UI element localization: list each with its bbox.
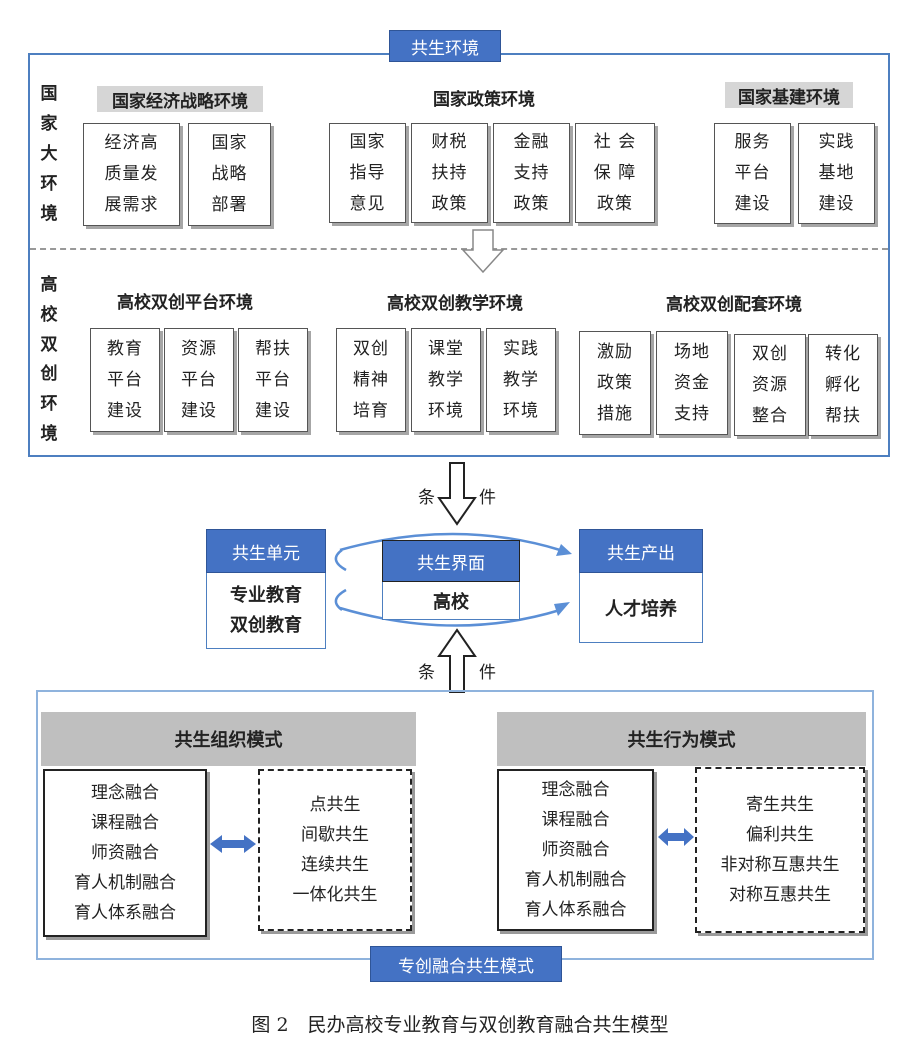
cell-fiscal-support: 财税扶持政策	[411, 123, 488, 223]
group-title-teaching: 高校双创教学环境	[387, 293, 523, 314]
cell-assistance-platform: 帮扶平台建设	[238, 328, 308, 432]
cell-resource-integration: 双创资源整合	[734, 334, 806, 436]
cell-resource-platform: 资源平台建设	[164, 328, 234, 432]
down-arrow-icon	[461, 229, 505, 274]
cell-innovation-spirit: 双创精神培育	[336, 328, 406, 432]
org-double-arrow-icon	[210, 835, 256, 853]
group-title-supporting: 高校双创配套环境	[666, 294, 802, 315]
group-title-economic-strategy: 国家经济战略环境	[97, 86, 263, 112]
environment-divider	[30, 248, 888, 250]
unit-content: 专业教育 双创教育	[207, 578, 325, 644]
org-mode-left-list: 理念融合 课程融合 师资融合 育人机制融合 育人体系融合	[43, 769, 207, 937]
modes-title: 专创融合共生模式	[370, 946, 562, 982]
group-title-platform: 高校双创平台环境	[117, 292, 253, 313]
cycle-arrows-icon	[334, 532, 572, 627]
condition-bottom-left: 条	[418, 663, 435, 683]
university-environment-label: 高 校 双 创 环 境	[40, 275, 58, 444]
output-title: 共生产出	[579, 529, 703, 573]
behavior-mode-title: 共生行为模式	[497, 712, 866, 766]
cell-financial-support: 金融支持政策	[493, 123, 570, 223]
cell-site-funding: 场地资金支持	[656, 331, 728, 435]
interface-title: 共生界面	[382, 540, 520, 582]
group-title-infrastructure: 国家基建环境	[725, 82, 853, 108]
cell-service-platform: 服务平台建设	[714, 123, 791, 224]
cell-education-platform: 教育平台建设	[90, 328, 160, 432]
behavior-mode-right-list: 寄生共生 偏利共生 非对称互惠共生 对称互惠共生	[695, 767, 865, 933]
condition-bottom-right: 件	[479, 663, 496, 683]
cell-incubation-support: 转化孵化帮扶	[808, 334, 878, 436]
group-title-policy: 国家政策环境	[433, 89, 535, 110]
cell-guidance-opinion: 国家指导意见	[329, 123, 406, 223]
org-mode-title: 共生组织模式	[41, 712, 416, 766]
cell-classroom-teaching: 课堂教学环境	[411, 328, 481, 432]
condition-top-right: 件	[479, 488, 496, 508]
cell-incentive-policy: 激励政策措施	[579, 331, 651, 435]
cell-social-security: 社 会保 障政策	[575, 123, 655, 223]
cell-practice-teaching: 实践教学环境	[486, 328, 556, 432]
org-mode-right-list: 点共生 间歇共生 连续共生 一体化共生	[258, 769, 412, 931]
output-text: 人才培养	[605, 599, 677, 620]
national-environment-label: 国 家 大 环 境	[40, 83, 58, 224]
behavior-double-arrow-icon	[658, 828, 694, 846]
condition-top-left: 条	[418, 488, 435, 508]
unit-title: 共生单元	[206, 529, 326, 573]
environment-title: 共生环境	[389, 30, 501, 62]
figure-caption: 图 2 民办高校专业教育与双创教育融合共生模型	[251, 1013, 669, 1036]
condition-arrow-down-icon	[437, 462, 477, 526]
cell-economic-demand: 经济高质量发展需求	[83, 123, 180, 226]
cell-practice-base: 实践基地建设	[798, 123, 875, 224]
condition-arrow-up-icon	[437, 628, 477, 693]
interface-text: 高校	[433, 592, 469, 613]
behavior-mode-left-list: 理念融合 课程融合 师资融合 育人机制融合 育人体系融合	[497, 769, 654, 931]
cell-national-strategy: 国家战略部署	[188, 123, 271, 226]
